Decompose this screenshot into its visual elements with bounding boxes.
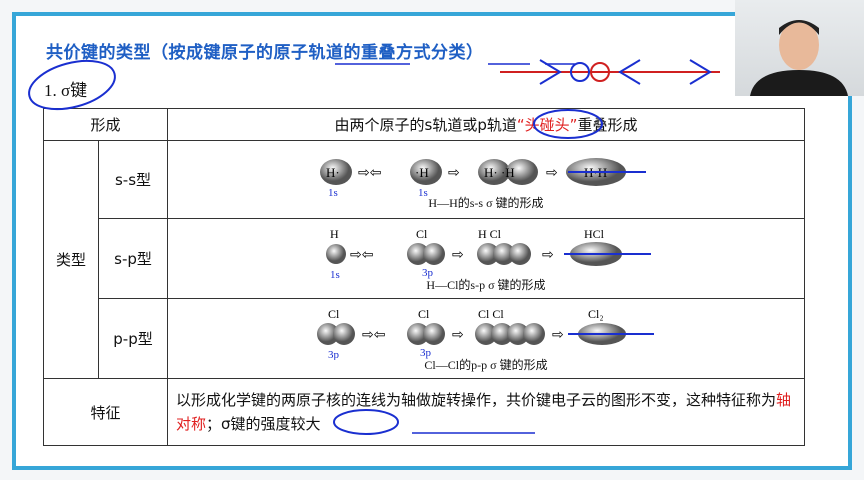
svg-text:⇨⇦: ⇨⇦	[350, 248, 373, 263]
row-name: s-p型	[98, 218, 168, 299]
presenter-image	[750, 20, 848, 96]
head-to-head: “头碰头”	[516, 116, 578, 134]
table-row: s-p型 H ⇨⇦ Cl ⇨ H Cl ⇨ HCl 1s 3p H—Cl的s-p …	[44, 218, 805, 299]
feature-text-a: 以形成化学键的两原子核的连线为轴做旋转操作，共价键电子云的图形不变，这种特征称为	[176, 391, 777, 409]
sigma-bond-table: 形成 由两个原子的s轨道或p轨道“头碰头”重叠形成 类型 s-s型 H· ⇨⇦ …	[43, 108, 805, 446]
table-row: 形成 由两个原子的s轨道或p轨道“头碰头”重叠形成	[43, 108, 805, 141]
svg-text:HCl: HCl	[584, 227, 605, 241]
axial-symmetry: 轴对称	[176, 391, 792, 433]
row-name: s-s型	[98, 140, 168, 219]
type-label: 类型	[43, 140, 99, 379]
formation-label: 形成	[43, 108, 168, 141]
svg-text:⇨: ⇨	[452, 248, 464, 263]
svg-text:⇨⇦: ⇨⇦	[362, 328, 385, 343]
sp-molecule-diagram: H ⇨⇦ Cl ⇨ H Cl ⇨ HCl 1s 3p	[326, 227, 651, 280]
row-name: p-p型	[98, 298, 168, 379]
svg-text:Cl: Cl	[418, 307, 430, 321]
pp-molecule-diagram: Cl ⇨⇦ Cl ⇨ Cl Cl ⇨ Cl₂ 3p 3p	[317, 307, 654, 360]
svg-text:⇨: ⇨	[542, 248, 554, 263]
svg-text:1s: 1s	[418, 187, 428, 198]
svg-text:Cl: Cl	[416, 227, 428, 241]
svg-text:3p: 3p	[328, 349, 340, 360]
svg-text:⇨: ⇨	[552, 328, 564, 343]
formation-text-b: 重叠形成	[577, 116, 638, 134]
sp-caption: H—Cl的s-p σ 键的形成	[426, 278, 546, 292]
feature-text-b: ；σ键的强度较大	[206, 415, 321, 433]
formation-text-a: 由两个原子的s轨道或p轨道	[334, 116, 517, 134]
table-row: p-p型 Cl ⇨⇦ Cl ⇨ Cl Cl ⇨ Cl₂ 3p 3p Cl—Cl的p…	[44, 298, 805, 379]
svg-text:Cl: Cl	[328, 307, 340, 321]
feature-label: 特征	[43, 378, 168, 446]
svg-text:Cl Cl: Cl Cl	[478, 307, 504, 321]
svg-text:3p: 3p	[422, 267, 434, 279]
svg-text:H·: H·	[326, 165, 340, 180]
svg-text:1s: 1s	[328, 187, 338, 198]
sp-diagram: H ⇨⇦ Cl ⇨ H Cl ⇨ HCl 1s 3p H—Cl的s-p σ 键的形…	[167, 218, 805, 299]
pp-diagram: Cl ⇨⇦ Cl ⇨ Cl Cl ⇨ Cl₂ 3p 3p Cl—Cl的p-p σ …	[167, 298, 805, 379]
svg-text:⇨: ⇨	[546, 166, 558, 181]
svg-text:1s: 1s	[330, 269, 340, 280]
svg-text:Cl₂: Cl₂	[588, 307, 604, 321]
svg-text:H Cl: H Cl	[478, 227, 502, 241]
feature-text: 以形成化学键的两原子核的连线为轴做旋转操作，共价键电子云的图形不变，这种特征称为…	[167, 378, 805, 446]
svg-text:3p: 3p	[420, 347, 432, 359]
formation-text: 由两个原子的s轨道或p轨道“头碰头”重叠形成	[167, 108, 805, 141]
svg-text:H· ·H: H· ·H	[484, 165, 515, 180]
table-row: 特征 以形成化学键的两原子核的连线为轴做旋转操作，共价键电子云的图形不变，这种特…	[43, 378, 805, 446]
svg-text:·H: ·H	[415, 165, 429, 180]
svg-text:H: H	[330, 227, 339, 241]
svg-text:⇨: ⇨	[448, 166, 460, 181]
page-title: 共价键的类型（按成键原子的原子轨道的重叠方式分类）	[46, 43, 484, 63]
section-heading: 1. σ键	[44, 81, 88, 100]
svg-text:⇨: ⇨	[452, 328, 464, 343]
ss-caption: H—H的s-s σ 键的形成	[428, 196, 544, 210]
svg-text:⇨⇦: ⇨⇦	[358, 166, 381, 181]
webcam-video	[735, 0, 864, 96]
pp-caption: Cl—Cl的p-p σ 键的形成	[424, 358, 548, 372]
